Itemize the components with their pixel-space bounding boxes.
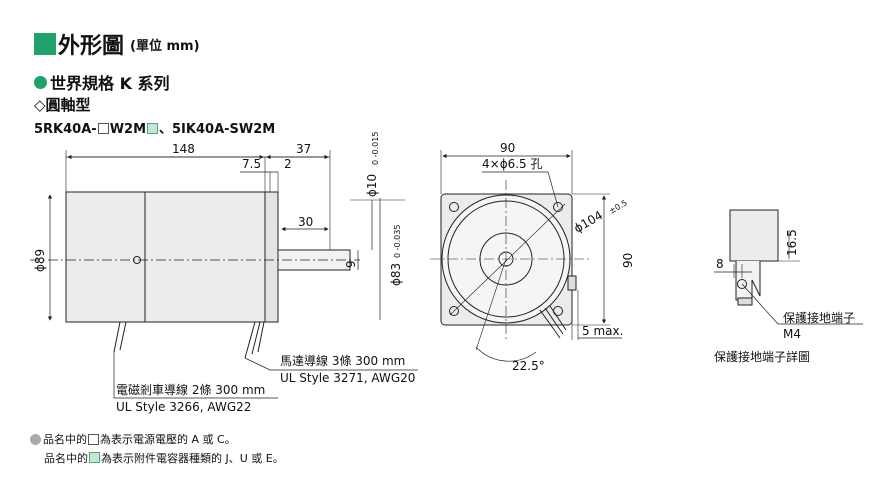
side-view [30, 150, 418, 399]
dim-90-right: 90 [621, 253, 635, 268]
brake-lead-label-1: 電磁剎車導線 2條 300 mm [116, 382, 265, 397]
model-line: 5RK40A- W2M 、5IK40A-SW2M [34, 118, 275, 137]
series-dot-icon [34, 75, 47, 89]
dim-phi89: ϕ89 [33, 249, 47, 272]
terminal-screw-icon [737, 279, 747, 289]
dim-phi104-tol: ±0.5 [608, 198, 629, 216]
detail-caption: 保護接地端子詳圖 [714, 349, 810, 364]
dim-phi10: ϕ10 [365, 174, 379, 197]
mount-hole-icon [449, 202, 459, 212]
unit-label: (單位 mm) [130, 38, 200, 54]
detail-bracket [730, 260, 778, 301]
front-leads [539, 305, 567, 339]
series-heading: 世界規格 K 系列 [34, 70, 170, 94]
model-c: 、5IK40A-SW2M [159, 122, 276, 137]
dim-37: 37 [296, 142, 311, 156]
terminal-nut [737, 297, 753, 306]
detail-box [729, 209, 779, 262]
dim-5-max: 5 max. [582, 324, 623, 338]
dim-angle: 22.5° [512, 359, 545, 373]
series-text: 世界規格 K 系列 [50, 74, 170, 93]
note-capacitor: 品名中的為表示附件電容器種類的 J、U 或 E。 [44, 450, 284, 466]
page-title: 外形圖 (單位 mm) [34, 28, 200, 60]
dim-phi83: ϕ83 [389, 263, 403, 286]
dim-16-5: 16.5 [785, 229, 799, 256]
motor-body [65, 191, 279, 323]
terminal-box [567, 275, 577, 291]
placeholder-green-box-icon [147, 123, 159, 134]
terminal-label: 保護接地端子 [783, 310, 855, 325]
title-text: 外形圖 [58, 34, 125, 59]
dim-90-top: 90 [500, 141, 515, 155]
note-voltage: 品名中的為表示電源電壓的 A 或 C。 [30, 431, 236, 447]
note1-a: 品名中的 [43, 433, 87, 446]
placeholder-green-box-icon [89, 452, 100, 463]
note2-a: 品名中的 [44, 452, 88, 465]
flange [264, 191, 279, 323]
mount-hole-icon [449, 306, 459, 316]
motor-lead-label-1: 馬達導線 3條 300 mm [280, 353, 405, 368]
model-a: 5RK40A- [34, 122, 97, 137]
dim-8: 8 [716, 257, 724, 271]
model-b: W2M [109, 122, 147, 137]
dim-9: 9 [344, 260, 358, 268]
shaft-type-heading: ◇圓軸型 [34, 96, 91, 114]
motor-lead-label-2: UL Style 3271, AWG20 [280, 371, 415, 385]
note1-b: 為表示電源電壓的 A 或 C。 [100, 433, 236, 446]
m4-label: M4 [783, 327, 801, 341]
mount-hole-icon [553, 202, 563, 212]
note-dot-icon [30, 433, 41, 445]
brake-leads [113, 321, 127, 353]
dim-148: 148 [172, 142, 195, 156]
front-view [430, 150, 622, 362]
dim-phi104: ϕ104 [572, 208, 606, 236]
dim-7-5: 7.5 [242, 157, 261, 171]
note2-b: 為表示附件電容器種類的 J、U 或 E。 [101, 452, 284, 465]
detail-view [714, 209, 863, 325]
brake-lead-label-2: UL Style 3266, AWG22 [116, 400, 251, 414]
dim-phi10-tol: 0 -0.015 [371, 132, 380, 165]
dim-30: 30 [298, 215, 313, 229]
holes-label: 4×ϕ6.5 孔 [482, 157, 543, 171]
placeholder-box-icon [88, 433, 99, 445]
title-square-icon [34, 33, 56, 55]
body-screw-icon [133, 256, 141, 264]
dim-phi83-tol: 0 -0.035 [393, 225, 402, 258]
dim-2: 2 [284, 157, 292, 171]
placeholder-box-icon [97, 123, 109, 134]
motor-leads [244, 321, 265, 359]
